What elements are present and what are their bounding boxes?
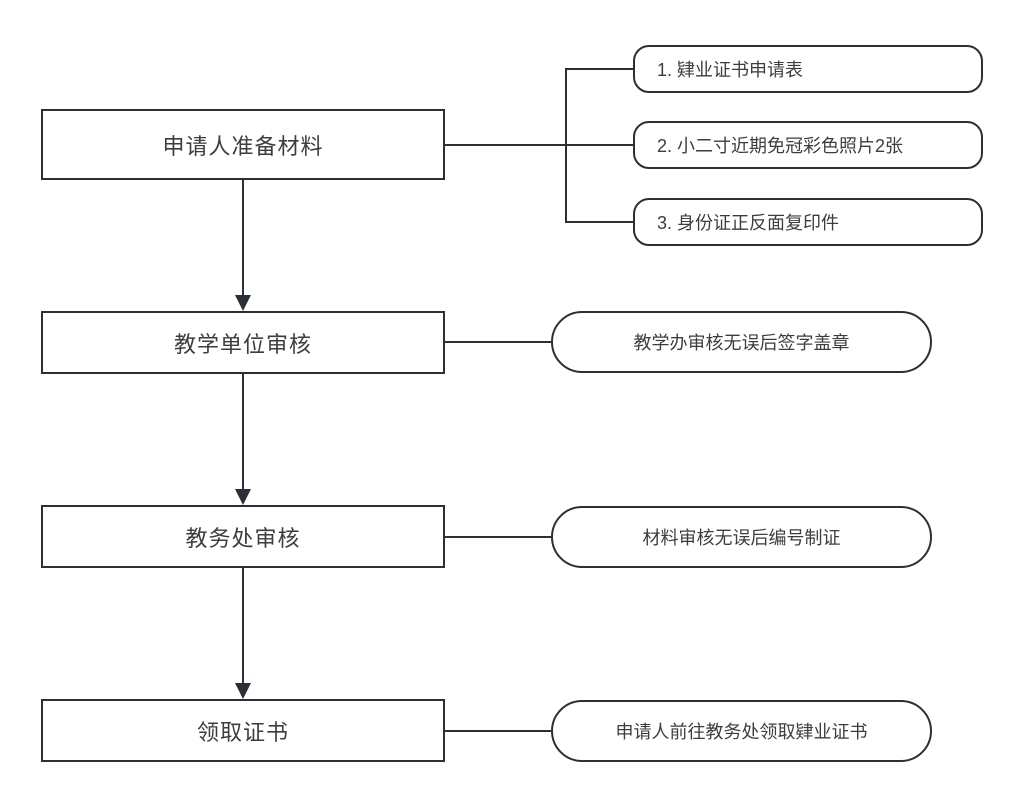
connector-branch-to-material1 (566, 68, 633, 70)
flow-step-collect-certificate: 领取证书 (41, 699, 445, 762)
note-number-and-issue: 材料审核无误后编号制证 (551, 506, 932, 568)
connector-branch-to-material3 (566, 221, 633, 223)
connector-step3-to-note (445, 536, 551, 538)
material-item-application-form: 1. 肄业证书申请表 (633, 45, 983, 93)
connector-branch-trunk (565, 68, 567, 223)
arrowhead-icon (235, 683, 251, 699)
note-collect-at-academic-office: 申请人前往教务处领取肄业证书 (551, 700, 932, 762)
material-label: 2. 小二寸近期免冠彩色照片2张 (657, 136, 904, 156)
note-teaching-office-sign-stamp: 教学办审核无误后签字盖章 (551, 311, 932, 373)
connector-step2-to-note (445, 341, 551, 343)
arrowhead-icon (235, 295, 251, 311)
material-label: 1. 肄业证书申请表 (657, 60, 804, 80)
material-item-photos: 2. 小二寸近期免冠彩色照片2张 (633, 121, 983, 169)
arrow-step1-to-step2 (242, 180, 244, 296)
arrowhead-icon (235, 489, 251, 505)
note-label: 申请人前往教务处领取肄业证书 (615, 722, 868, 742)
arrow-step2-to-step3 (242, 374, 244, 490)
flow-step-teaching-unit-review: 教学单位审核 (41, 311, 445, 374)
material-label: 3. 身份证正反面复印件 (657, 213, 840, 233)
arrow-step3-to-step4 (242, 568, 244, 684)
flow-step-label: 申请人准备材料 (162, 133, 324, 159)
note-label: 材料审核无误后编号制证 (642, 528, 841, 548)
material-item-id-copy: 3. 身份证正反面复印件 (633, 198, 983, 246)
flow-step-label: 教学单位审核 (173, 331, 312, 357)
note-label: 教学办审核无误后签字盖章 (633, 333, 850, 353)
flow-step-academic-office-review: 教务处审核 (41, 505, 445, 568)
flow-step-label: 教务处审核 (185, 525, 301, 551)
flow-step-label: 领取证书 (196, 719, 289, 745)
connector-step1-to-materials (445, 144, 633, 146)
connector-step4-to-note (445, 730, 551, 732)
flow-step-prepare-materials: 申请人准备材料 (41, 109, 445, 180)
